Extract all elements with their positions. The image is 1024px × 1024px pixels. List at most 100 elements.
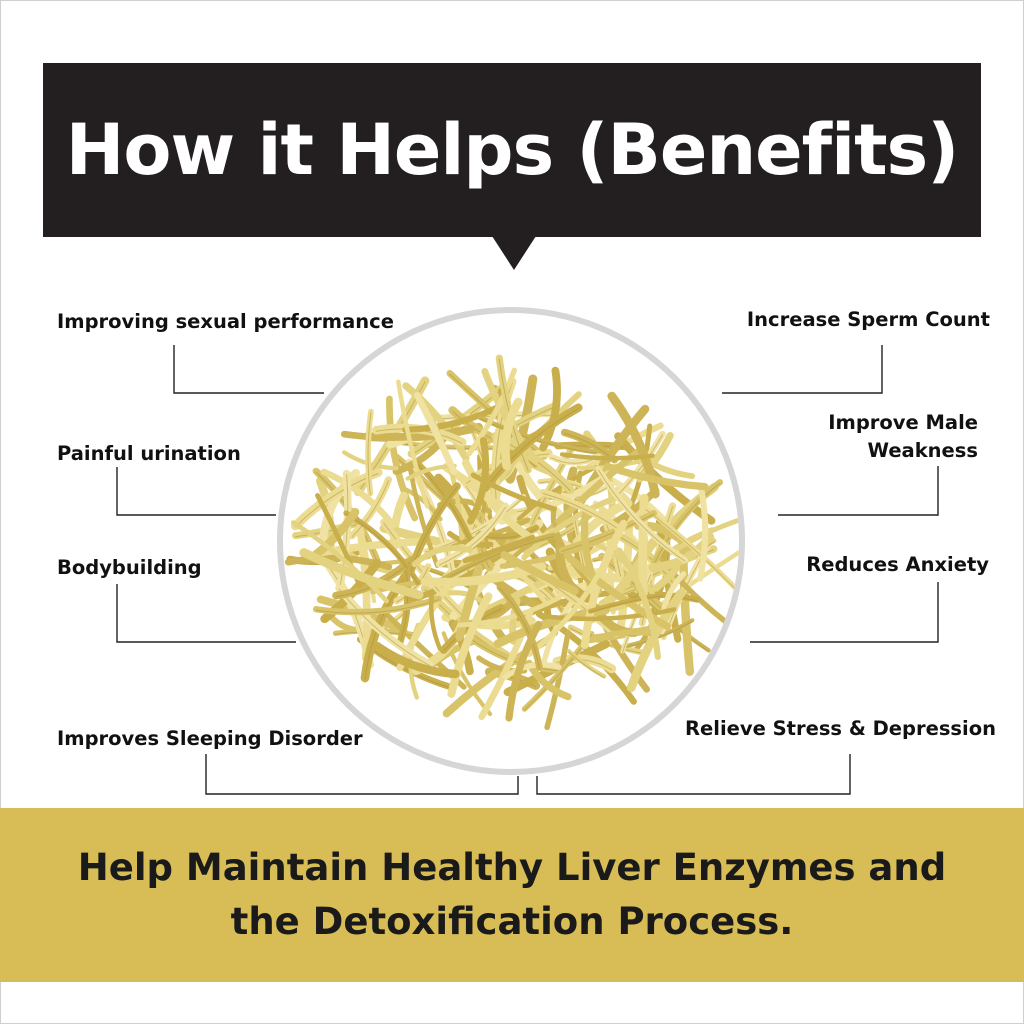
root-strand [411,545,473,568]
root-shadow [645,509,739,597]
root-shadow [338,588,431,667]
root-strand [505,620,543,722]
root-shadow [622,574,652,653]
root-strand [563,552,672,631]
root-strand [502,661,562,680]
root-shadow [315,599,440,614]
root-strand [467,436,490,525]
root-shadow [449,373,545,458]
benefit-painful-urination: Painful urination [57,442,241,465]
root-strand [559,452,655,461]
root-strand [455,564,484,641]
root-strand [462,534,536,564]
root-strand [470,472,557,512]
root-strand [601,629,653,640]
benefit-improve-male-line2: Weakness [867,439,979,462]
connector-right-1 [722,345,883,394]
benefit-improve-male-line1: Improve Male [828,411,978,434]
root-strand [539,488,622,532]
root-strand [501,397,523,471]
root-shadow [589,595,664,613]
root-strand [595,465,689,564]
benefit-relieve-stress-depression: Relieve Stress & Depression [685,717,996,740]
root-strand [643,506,739,598]
footer-banner: Help Maintain Healthy Liver Enzymes and … [0,808,1024,982]
root-strand [558,510,657,554]
root-strand [466,367,517,457]
root-strand [396,379,430,509]
root-strand [500,551,579,595]
title-pointer [492,236,536,270]
connector-left-1 [173,345,324,394]
root-shadow [626,620,693,648]
root-strand [429,593,443,651]
root-shadow [654,482,721,564]
root-strand [566,648,607,679]
root-strand [319,468,360,542]
root-strand [413,391,458,475]
root-strand [380,518,465,618]
root-shadow [484,408,579,490]
root-strand [456,595,562,628]
connector-left-2 [116,467,276,516]
root-shadow [568,651,605,678]
root-strand [544,629,571,731]
root-shadow [399,563,409,643]
root-shadow [435,536,554,585]
root-shadow [396,567,429,603]
connector-right-4 [536,754,851,795]
footer-line-1: Help Maintain Healthy Liver Enzymes and [77,846,947,889]
root-strand [624,618,695,648]
root-strand [407,466,440,569]
root-strand [605,475,669,524]
connector-left-3 [116,584,296,643]
root-shadow [351,480,389,538]
root-strand [447,592,493,698]
root-strand [386,395,419,522]
root-strand [587,592,666,614]
benefit-reduces-anxiety: Reduces Anxiety [806,553,989,576]
connector-left-4 [205,754,519,795]
dried-root-pile-icon [277,307,745,775]
root-strand [480,403,583,493]
page-title: How it Helps (Benefits) [43,63,981,237]
root-strand [638,493,649,605]
connector-right-3 [750,582,939,643]
root-strand [320,468,397,529]
root-shadow [542,493,619,530]
benefit-improves-sleeping-disorder: Improves Sleeping Disorder [57,727,363,750]
root-shadow [383,522,462,615]
root-strand [299,548,424,600]
root-strand [542,607,677,622]
root-strand [526,561,607,657]
root-shadow [367,412,372,495]
connector-right-2 [778,466,939,516]
root-strand [372,641,460,679]
root-strand [433,532,557,587]
root-strand [563,466,578,545]
root-strand [516,464,599,521]
root-shadow [561,513,655,552]
root-strand [335,584,434,669]
root-strand [312,595,442,616]
root-shadow [345,513,419,585]
root-strand [697,487,709,582]
root-shadow [479,418,598,454]
root-strand [603,462,709,491]
benefit-increase-sperm-count: Increase Sperm Count [746,308,990,331]
root-strand [290,520,389,604]
root-shadow [598,469,686,562]
root-strand [402,382,470,462]
root-shadow [531,449,572,525]
root-strand [616,547,661,660]
root-shadow [439,506,506,566]
root-strand [423,494,527,554]
benefit-bodybuilding: Bodybuilding [57,556,202,579]
root-strand [435,502,510,568]
root-shadow [499,587,540,669]
benefit-improving-sexual-performance: Improving sexual performance [57,310,394,333]
root-strand [521,494,621,561]
footer-line-2: the Detoxification Process. [230,900,794,943]
product-image-circle [276,306,746,776]
